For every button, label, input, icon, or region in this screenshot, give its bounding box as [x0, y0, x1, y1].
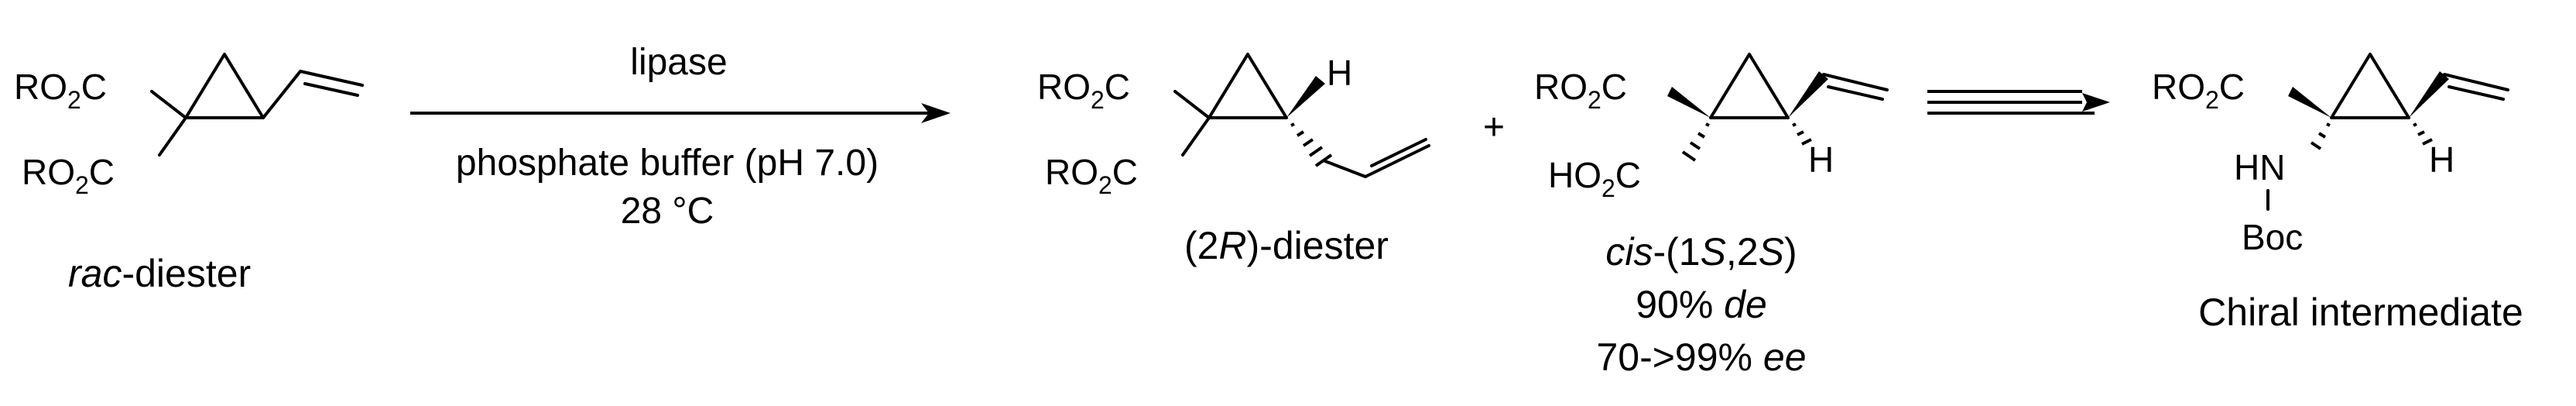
product2-hashed-acid [1681, 122, 1710, 162]
product3-wedge-vinyl [2409, 71, 2449, 118]
multistep-arrow [1927, 90, 2110, 115]
product3-boc: Boc [2242, 217, 2303, 257]
reaction-arrow-group: lipase phosphate buffer (pH 7.0) 28 °C [410, 42, 951, 232]
product1-label: (2R)-diester [1184, 224, 1389, 267]
product1-h: H [1327, 53, 1352, 93]
product3-co2r: RO2C [2152, 67, 2245, 114]
reactant-label: rac-diester [68, 252, 251, 295]
reactant-bond-top-ester [150, 90, 187, 119]
reactant-ring [184, 53, 265, 119]
product1-hashed-bond-vinyl [1290, 122, 1333, 167]
product-2r-diester: RO2C RO2C H (2R)-diester [1037, 53, 1430, 267]
product2-co2h: HO2C [1548, 155, 1641, 202]
reactant-vinyl-double-2 [303, 82, 359, 97]
product2-wedge-vinyl [1788, 71, 1828, 118]
product2-hashed-h [1792, 122, 1812, 146]
product2-ring [1709, 53, 1790, 119]
product1-bond-top-ester [1173, 90, 1211, 119]
product2-vinyl-double-2 [1827, 85, 1884, 101]
reaction-arrow-head [921, 103, 951, 123]
product1-ring [1208, 53, 1288, 119]
reactant-co2r-bottom: RO2C [22, 152, 115, 199]
product3-wedge-ester [2288, 87, 2331, 118]
product1-co2r-top: RO2C [1037, 67, 1130, 114]
product1-bond-bottom-ester [1181, 116, 1211, 157]
product3-hashed-h [2413, 122, 2433, 146]
product3-h: H [2429, 139, 2454, 180]
product1-vinyl-double-2 [1370, 138, 1427, 167]
product3-hashed-nh [2310, 122, 2331, 150]
product2-wedge-ester [1667, 87, 1711, 118]
product1-co2r-bottom: RO2C [1045, 152, 1138, 199]
product2-de: 90% de [1636, 283, 1767, 326]
product3-hn: HN [2234, 147, 2285, 188]
plus-sign: + [1483, 107, 1505, 148]
condition-buffer: phosphate buffer (pH 7.0) [456, 143, 879, 184]
condition-temperature: 28 °C [621, 191, 714, 232]
product2-label: cis-(1S,2S) [1605, 230, 1797, 274]
multistep-arrow-head [2082, 93, 2110, 112]
product3-vinyl-double-2 [2448, 85, 2505, 101]
product3-vinyl-double-1 [2443, 73, 2509, 91]
product3-label: Chiral intermediate [2198, 291, 2523, 334]
product-cis-1s2s: RO2C HO2C H cis-(1S,2S) 90% de 70->99% e… [1534, 53, 1889, 379]
product1-vinyl-single [1324, 160, 1367, 178]
product-chiral-intermediate: RO2C HN Boc H Chiral intermediate [2152, 53, 2523, 334]
product1-vinyl-double-1 [1364, 144, 1430, 178]
reactant-rac-diester: RO2C RO2C rac-diester [14, 53, 364, 295]
product1-wedge-bond-h [1286, 76, 1325, 118]
reactant-bond-bottom-ester [158, 116, 187, 157]
product2-vinyl-double-1 [1822, 73, 1889, 91]
product2-h: H [1808, 139, 1834, 180]
reactant-vinyl-bond [262, 70, 302, 119]
condition-enzyme: lipase [630, 42, 727, 83]
product2-co2r: RO2C [1534, 67, 1627, 114]
reactant-co2r-top: RO2C [14, 67, 107, 114]
reactant-vinyl-double-1 [299, 70, 364, 87]
product3-ring [2330, 53, 2410, 119]
product2-ee: 70->99% ee [1596, 335, 1806, 379]
